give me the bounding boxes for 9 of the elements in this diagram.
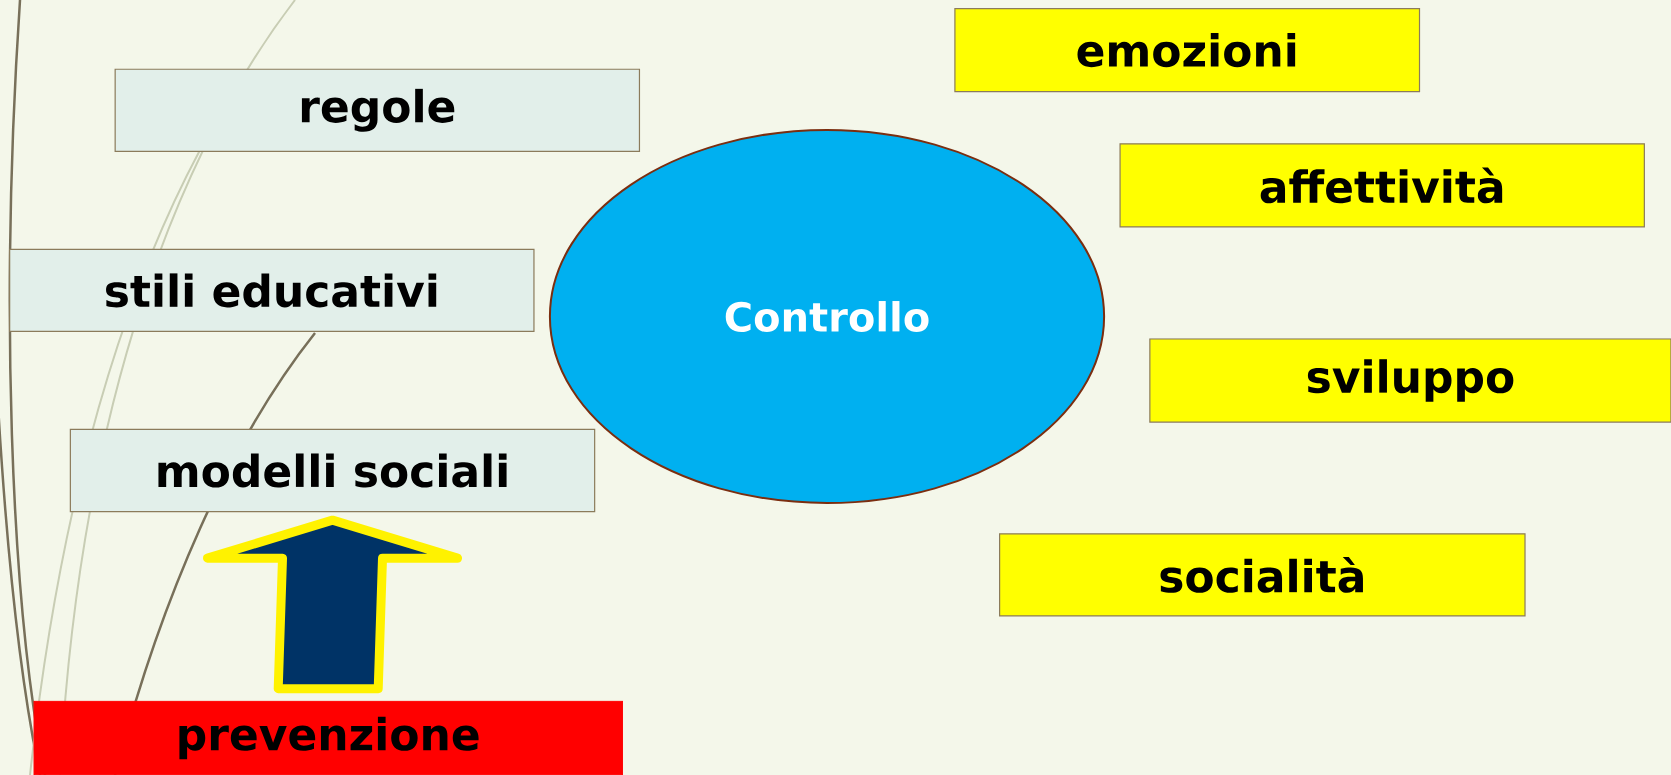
- label-box: socialità: [999, 533, 1526, 617]
- label-box: stili educativi: [9, 248, 535, 333]
- block-arrow: [203, 515, 462, 694]
- label-box: affettività: [1119, 143, 1645, 228]
- label-box: regole: [114, 68, 641, 152]
- label-box: prevenzione: [33, 700, 623, 775]
- label-box: emozioni: [954, 7, 1421, 93]
- label-box: sviluppo: [1149, 338, 1671, 423]
- label-box: modelli sociali: [69, 428, 596, 513]
